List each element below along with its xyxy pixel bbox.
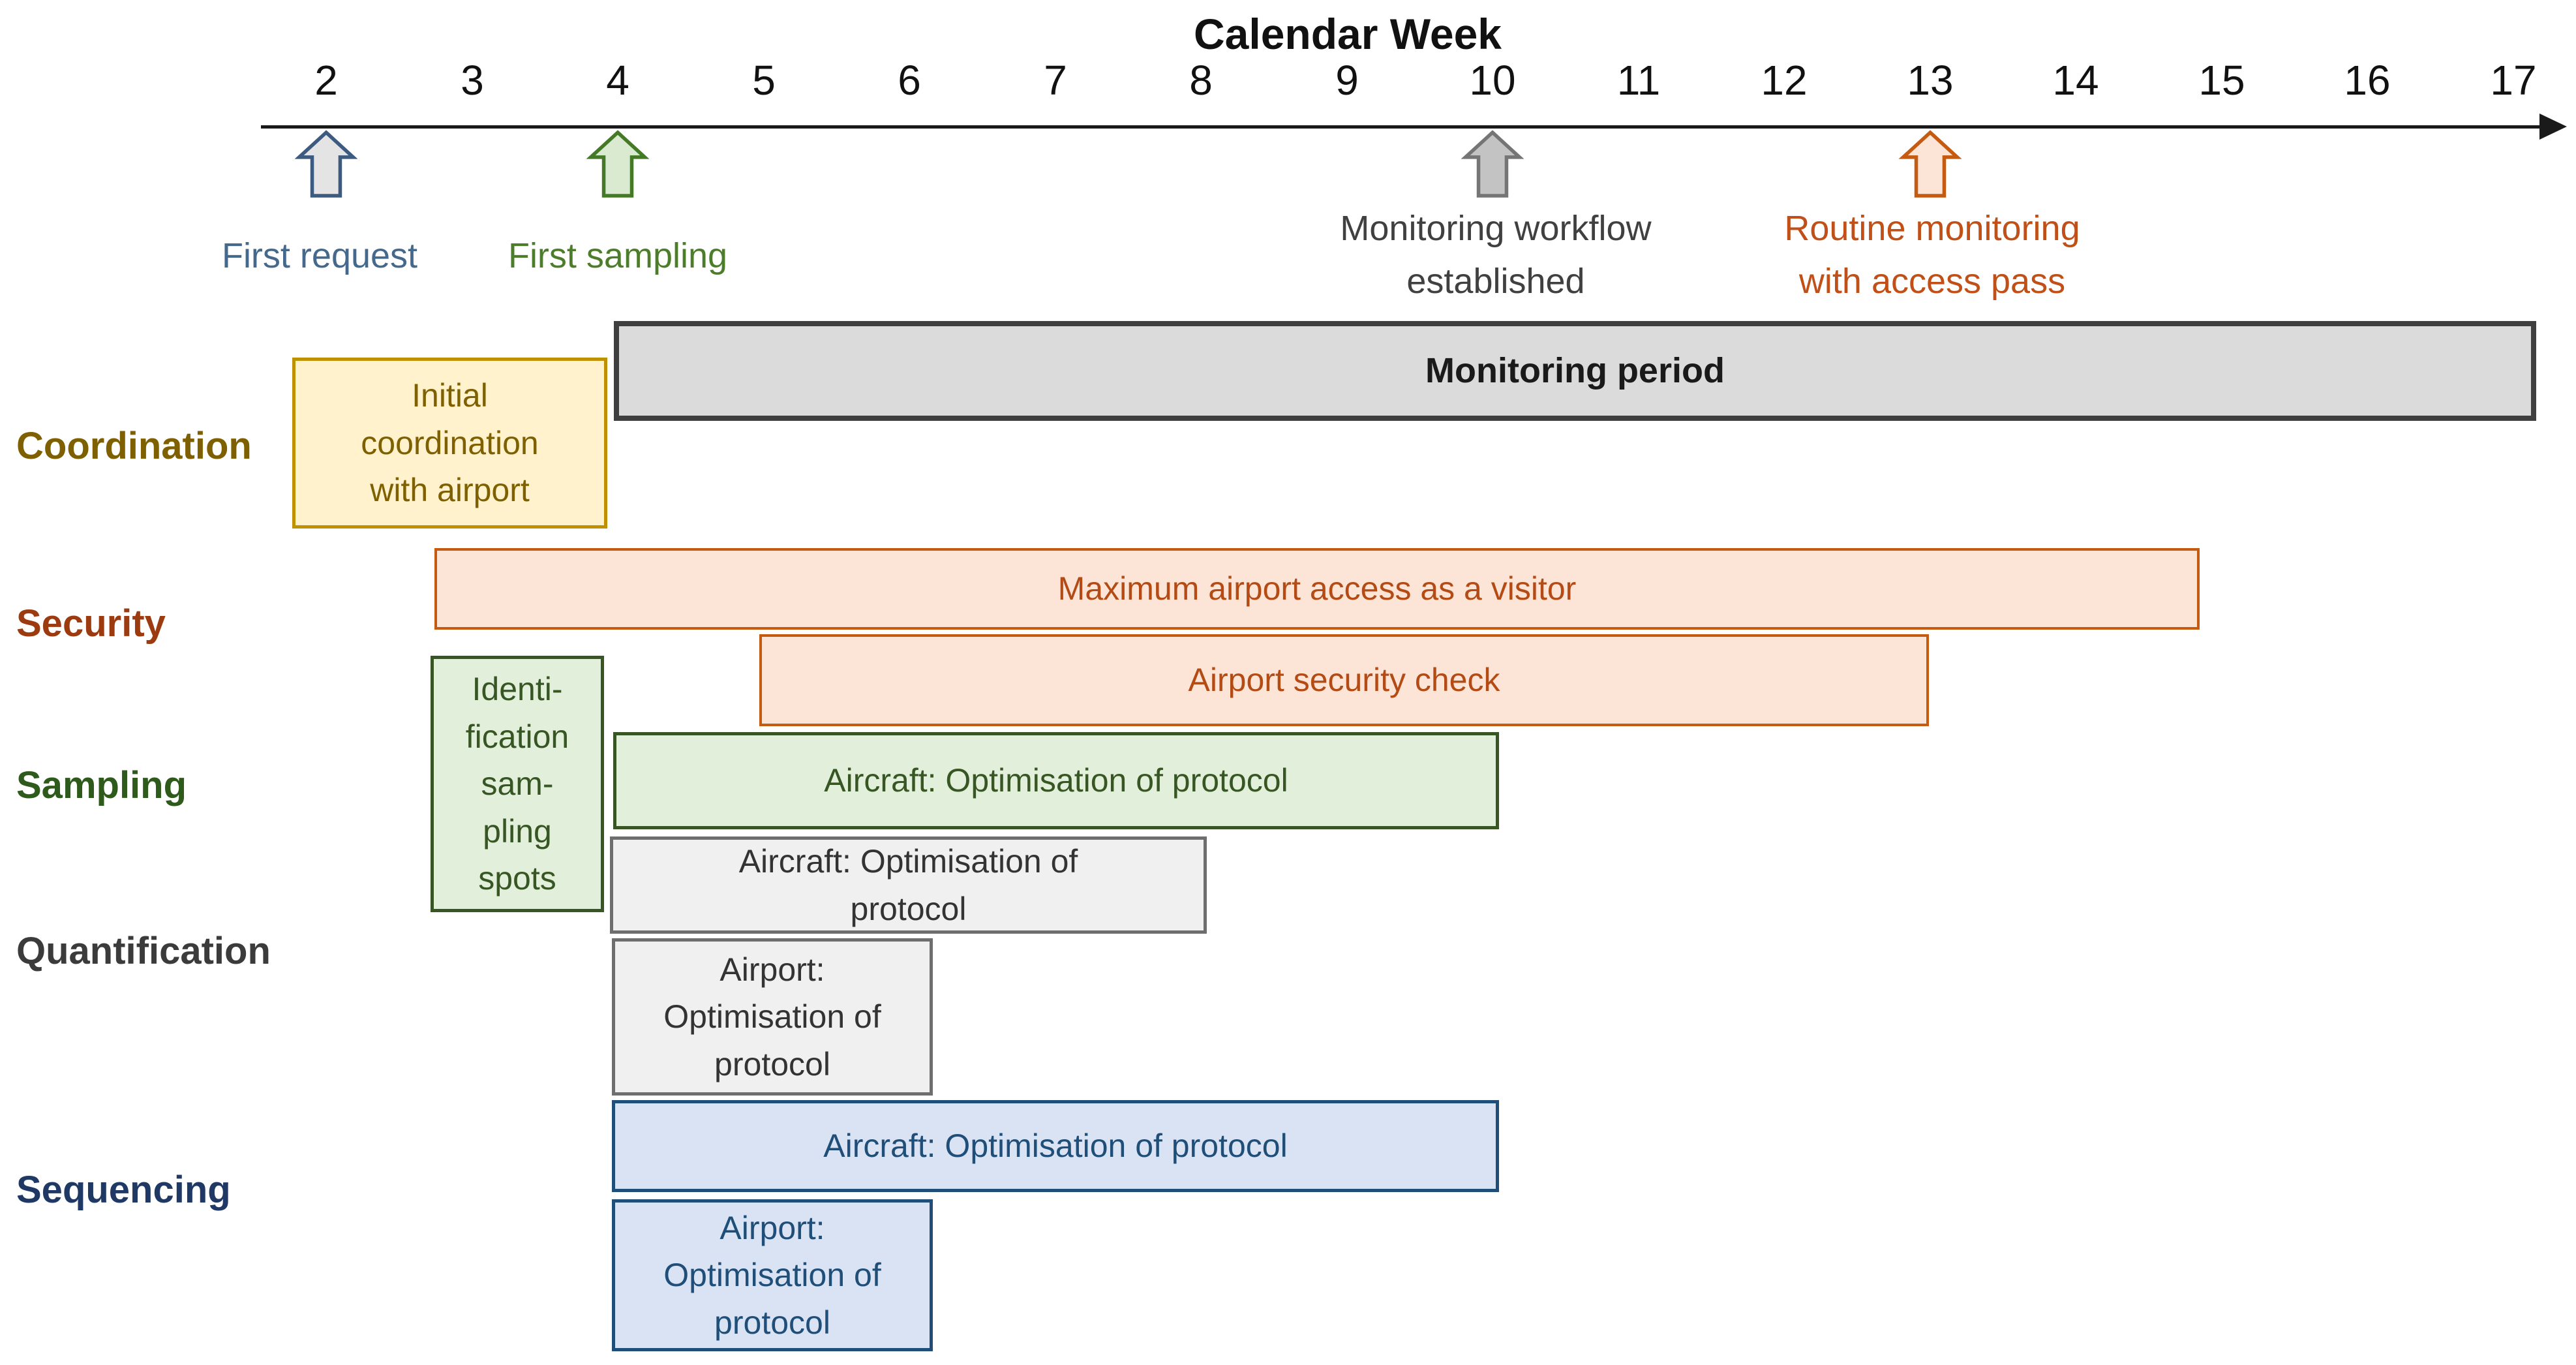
milestone-label-routine-monitoring: Routine monitoring with access pass	[1784, 209, 2080, 301]
week-tick: 6	[898, 57, 921, 104]
week-tick: 14	[2052, 57, 2099, 104]
milestone-arrow-up-icon	[1461, 130, 1524, 198]
week-tick: 13	[1907, 57, 1954, 104]
row-label-quantification: Quantification	[16, 930, 271, 972]
axis-arrowhead-icon	[2539, 114, 2567, 140]
task-bar-initial-coordination: Initial coordination with airport	[292, 358, 607, 529]
row-label-sequencing: Sequencing	[16, 1169, 231, 1211]
task-bar-quantification-airport-protocol: Airport: Optimisation of protocol	[612, 938, 933, 1096]
week-tick: 9	[1335, 57, 1359, 104]
milestone-label-first-sampling: First sampling	[508, 236, 728, 275]
week-tick: 15	[2198, 57, 2245, 104]
task-bar-max-airport-access: Maximum airport access as a visitor	[434, 548, 2200, 630]
row-label-coordination: Coordination	[16, 425, 252, 467]
week-tick: 17	[2490, 57, 2537, 104]
milestone-label-first-request: First request	[221, 236, 418, 275]
task-bar-quantification-aircraft-protocol: Aircraft: Optimisation of protocol	[610, 836, 1207, 934]
milestone-arrow-up-icon	[1898, 130, 1962, 198]
task-bar-sequencing-aircraft-protocol: Aircraft: Optimisation of protocol	[612, 1100, 1499, 1192]
week-tick: 2	[314, 57, 338, 104]
week-tick: 5	[752, 57, 776, 104]
week-tick: 12	[1761, 57, 1808, 104]
week-tick: 7	[1044, 57, 1067, 104]
week-tick: 10	[1469, 57, 1516, 104]
task-bar-sequencing-airport-protocol: Airport: Optimisation of protocol	[612, 1199, 933, 1351]
milestone-label-monitoring-workflow: Monitoring workflow established	[1340, 209, 1652, 301]
task-bar-sampling-aircraft-protocol: Aircraft: Optimisation of protocol	[613, 732, 1499, 829]
task-bar-airport-security-check: Airport security check	[759, 634, 1929, 726]
milestone-arrow-up-icon	[586, 130, 650, 198]
row-label-security: Security	[16, 602, 166, 645]
week-tick: 3	[461, 57, 484, 104]
chart-title: Calendar Week	[1194, 10, 1502, 58]
week-tick: 4	[606, 57, 629, 104]
week-tick: 16	[2344, 57, 2391, 104]
task-bar-monitoring-period: Monitoring period	[614, 321, 2536, 421]
week-tick: 11	[1616, 57, 1661, 104]
milestone-arrow-up-icon	[294, 130, 358, 198]
task-bar-identification-sampling-spots: Identi- fication sam- pling spots	[431, 656, 604, 912]
row-label-sampling: Sampling	[16, 764, 187, 806]
timeline-axis	[261, 125, 2543, 129]
week-tick: 8	[1189, 57, 1213, 104]
